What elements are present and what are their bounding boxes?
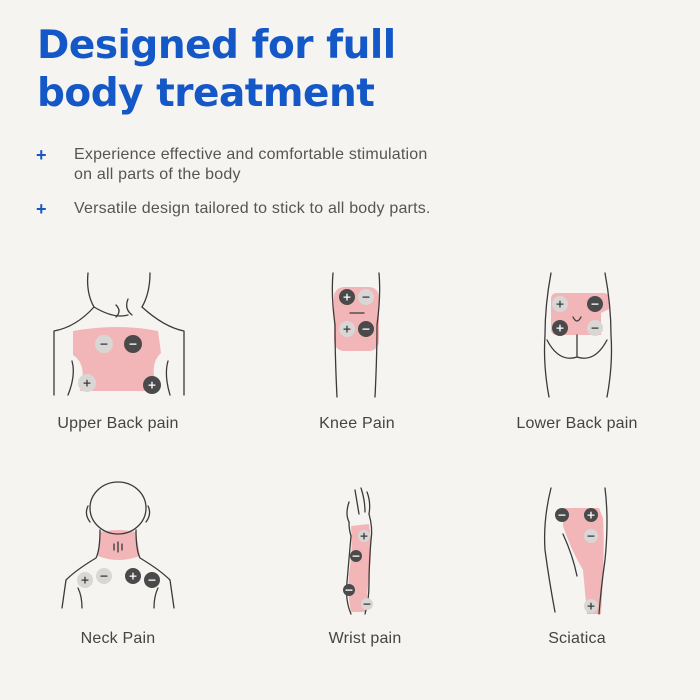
svg-text:+: + bbox=[555, 322, 564, 335]
feature-list: + Experience effective and comfortable s… bbox=[36, 145, 656, 233]
electrode-negative-icon: − bbox=[587, 320, 603, 336]
svg-text:−: − bbox=[344, 584, 353, 597]
area-label: Wrist pain bbox=[328, 630, 402, 647]
knee-area: + − + − Knee Pain bbox=[257, 265, 457, 455]
area-label: Neck Pain bbox=[80, 630, 156, 647]
electrode-negative-icon: − bbox=[555, 508, 569, 522]
electrode-negative-icon: − bbox=[358, 321, 374, 337]
svg-text:−: − bbox=[590, 322, 599, 335]
svg-text:−: − bbox=[557, 509, 566, 522]
electrode-positive-icon: + bbox=[552, 296, 568, 312]
svg-text:−: − bbox=[351, 550, 360, 563]
area-label: Knee Pain bbox=[319, 415, 395, 432]
electrode-positive-icon: + bbox=[358, 530, 370, 543]
sciatica-illustration: − + − + bbox=[543, 487, 608, 615]
plus-bullet-icon: + bbox=[36, 199, 47, 219]
neck-area: + − + − Neck Pain bbox=[18, 480, 218, 670]
svg-text:+: + bbox=[82, 377, 91, 390]
sciatica-area: − + − + Sciatica bbox=[477, 480, 677, 670]
svg-text:+: + bbox=[586, 509, 595, 522]
upper-back-area: − − + + Upper Back pain bbox=[18, 265, 218, 455]
electrode-positive-icon: + bbox=[339, 289, 355, 305]
pad bbox=[563, 508, 604, 614]
lower-back-illustration: + − + − bbox=[543, 272, 613, 398]
electrode-negative-icon: − bbox=[584, 529, 598, 543]
electrode-negative-icon: − bbox=[95, 335, 113, 353]
svg-text:+: + bbox=[586, 600, 595, 613]
svg-text:−: − bbox=[590, 298, 599, 311]
electrode-positive-icon: + bbox=[552, 320, 568, 336]
svg-text:−: − bbox=[99, 338, 108, 351]
svg-text:+: + bbox=[128, 570, 137, 583]
electrode-positive-icon: + bbox=[143, 376, 161, 394]
page-title: Designed for full body treatment bbox=[37, 22, 657, 118]
electrode-negative-icon: − bbox=[124, 335, 142, 353]
electrode-negative-icon: − bbox=[361, 598, 373, 611]
area-label: Lower Back pain bbox=[516, 415, 638, 432]
electrode-positive-icon: + bbox=[77, 572, 93, 588]
electrode-negative-icon: − bbox=[144, 572, 160, 588]
svg-text:+: + bbox=[147, 379, 156, 392]
svg-text:−: − bbox=[361, 323, 370, 336]
neck-illustration: + − + − bbox=[61, 481, 175, 609]
svg-text:+: + bbox=[342, 291, 351, 304]
area-label: Sciatica bbox=[548, 630, 606, 647]
electrode-positive-icon: + bbox=[584, 599, 598, 613]
svg-text:−: − bbox=[128, 338, 137, 351]
plus-bullet-icon: + bbox=[36, 145, 47, 165]
svg-text:−: − bbox=[99, 570, 108, 583]
electrode-negative-icon: − bbox=[343, 584, 355, 597]
electrode-positive-icon: + bbox=[78, 374, 96, 392]
feature-text-line2: on all parts of the body bbox=[74, 166, 241, 183]
page-title-line2: body treatment bbox=[37, 71, 375, 116]
svg-text:−: − bbox=[361, 291, 370, 304]
feature-item: + Versatile design tailored to stick to … bbox=[36, 199, 656, 219]
electrode-positive-icon: + bbox=[125, 568, 141, 584]
svg-text:−: − bbox=[586, 530, 595, 543]
pad bbox=[98, 530, 140, 560]
feature-text-line1: Versatile design tailored to stick to al… bbox=[74, 200, 431, 217]
wrist-area: + − − − Wrist pain bbox=[265, 480, 465, 670]
electrode-negative-icon: − bbox=[96, 568, 112, 584]
wrist-illustration: + − − − bbox=[343, 487, 373, 615]
svg-text:−: − bbox=[362, 598, 371, 611]
feature-text-line1: Experience effective and comfortable sti… bbox=[74, 146, 428, 163]
svg-text:−: − bbox=[147, 574, 156, 587]
electrode-negative-icon: − bbox=[587, 296, 603, 312]
electrode-negative-icon: − bbox=[358, 289, 374, 305]
svg-text:+: + bbox=[342, 323, 351, 336]
feature-item: + Experience effective and comfortable s… bbox=[36, 145, 656, 185]
electrode-positive-icon: + bbox=[584, 508, 598, 522]
electrode-positive-icon: + bbox=[339, 321, 355, 337]
electrode-negative-icon: − bbox=[350, 550, 362, 563]
page-title-line1: Designed for full bbox=[37, 23, 396, 68]
svg-text:+: + bbox=[80, 574, 89, 587]
svg-text:+: + bbox=[359, 530, 368, 543]
lower-back-area: + − + − Lower Back pain bbox=[477, 265, 677, 455]
svg-text:+: + bbox=[555, 298, 564, 311]
knee-illustration: + − + − bbox=[331, 272, 381, 398]
upper-back-illustration: − − + + bbox=[53, 272, 185, 396]
area-label: Upper Back pain bbox=[57, 415, 179, 432]
